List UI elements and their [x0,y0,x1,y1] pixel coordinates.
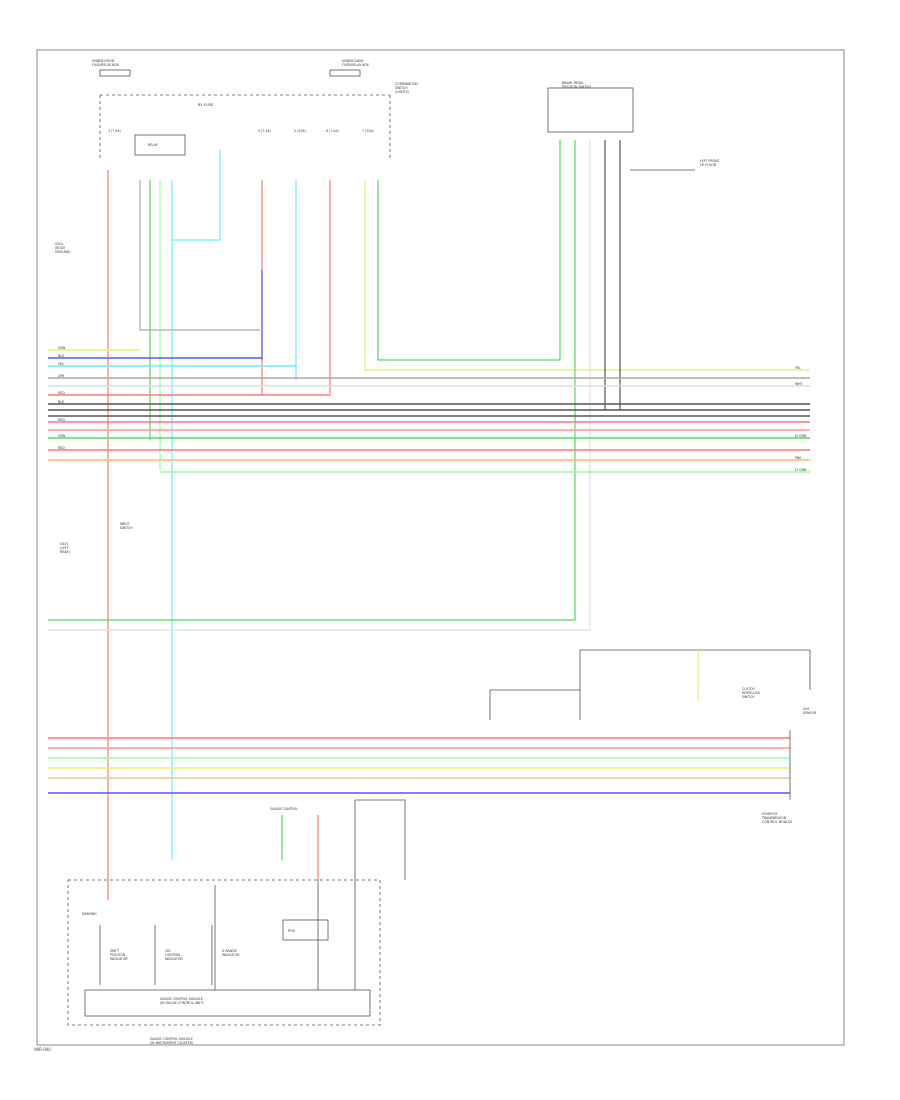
gauge-unit-label: DIMMING [82,912,97,916]
bus-rlabel-5: LT GRN [795,468,807,472]
bus-label-4: GRY [58,374,64,378]
bus-rlabel-2: WHT [795,382,803,386]
wire-gray-1 [139,180,260,331]
fuse-1: 3 (7.5A) [108,129,121,133]
bus-label-3: YEL [58,362,64,366]
bus-label-1: GRN [58,346,66,350]
bus-labels-right: YEL WHT LT GRN PNK LT GRN [795,366,807,472]
fuse-5: 7 (10A) [362,129,374,133]
pcm-box-label: PCM [288,929,295,933]
wire-cyan-top [172,150,221,241]
wire-green-long [48,140,576,621]
gauge-unit-top-label: GAUGE CONTROL [270,807,298,811]
bus-rlabel-3: LT GRN [795,434,807,438]
bus-label-9: RED [58,446,65,450]
wire-white-long [48,140,591,631]
wire-green-2 [377,140,561,361]
bus-labels-left: GRN BLU YEL GRY RED BLK RED GRN RED [58,346,66,450]
gauge-footer-label: GAUGE CONTROL MODULE(IN INSTRUMENT CLUST… [150,1037,193,1045]
gauge-cluster-label: GAUGE CONTROL MODULE(IN GAUGE CONTROL UN… [160,997,204,1005]
vertical-wires-top [48,140,810,900]
wire-yellow-1 [364,180,810,371]
bus-label-2: BLU [58,354,65,358]
fuse-row: B1 FUSE RELAY 3 (7.5A) 4 (7.5A) 5 (10A) … [108,103,374,156]
lower-verticals [214,799,406,990]
bus-label-7: RED [58,418,65,422]
fuse-main-label: B1 FUSE [198,103,214,107]
bus-rlabel-4: PNK [795,456,802,460]
diagram-border [36,49,845,1046]
bus-label-8: GRN [58,434,66,438]
page-id: WIR-000 [34,1047,51,1052]
fuse-4: 6 (7.5A) [326,129,339,133]
bus-label-5: RED [58,391,65,395]
bus-rlabel-1: YEL [795,366,801,370]
pcm-box [282,919,329,941]
lower-bus [48,737,790,794]
fuse-3: 5 (10A) [294,129,306,133]
fuse-2: 4 (7.5A) [258,129,271,133]
bus-wires [48,349,810,473]
relay-label: RELAY [148,143,158,147]
bus-label-6: BLK [58,400,65,404]
